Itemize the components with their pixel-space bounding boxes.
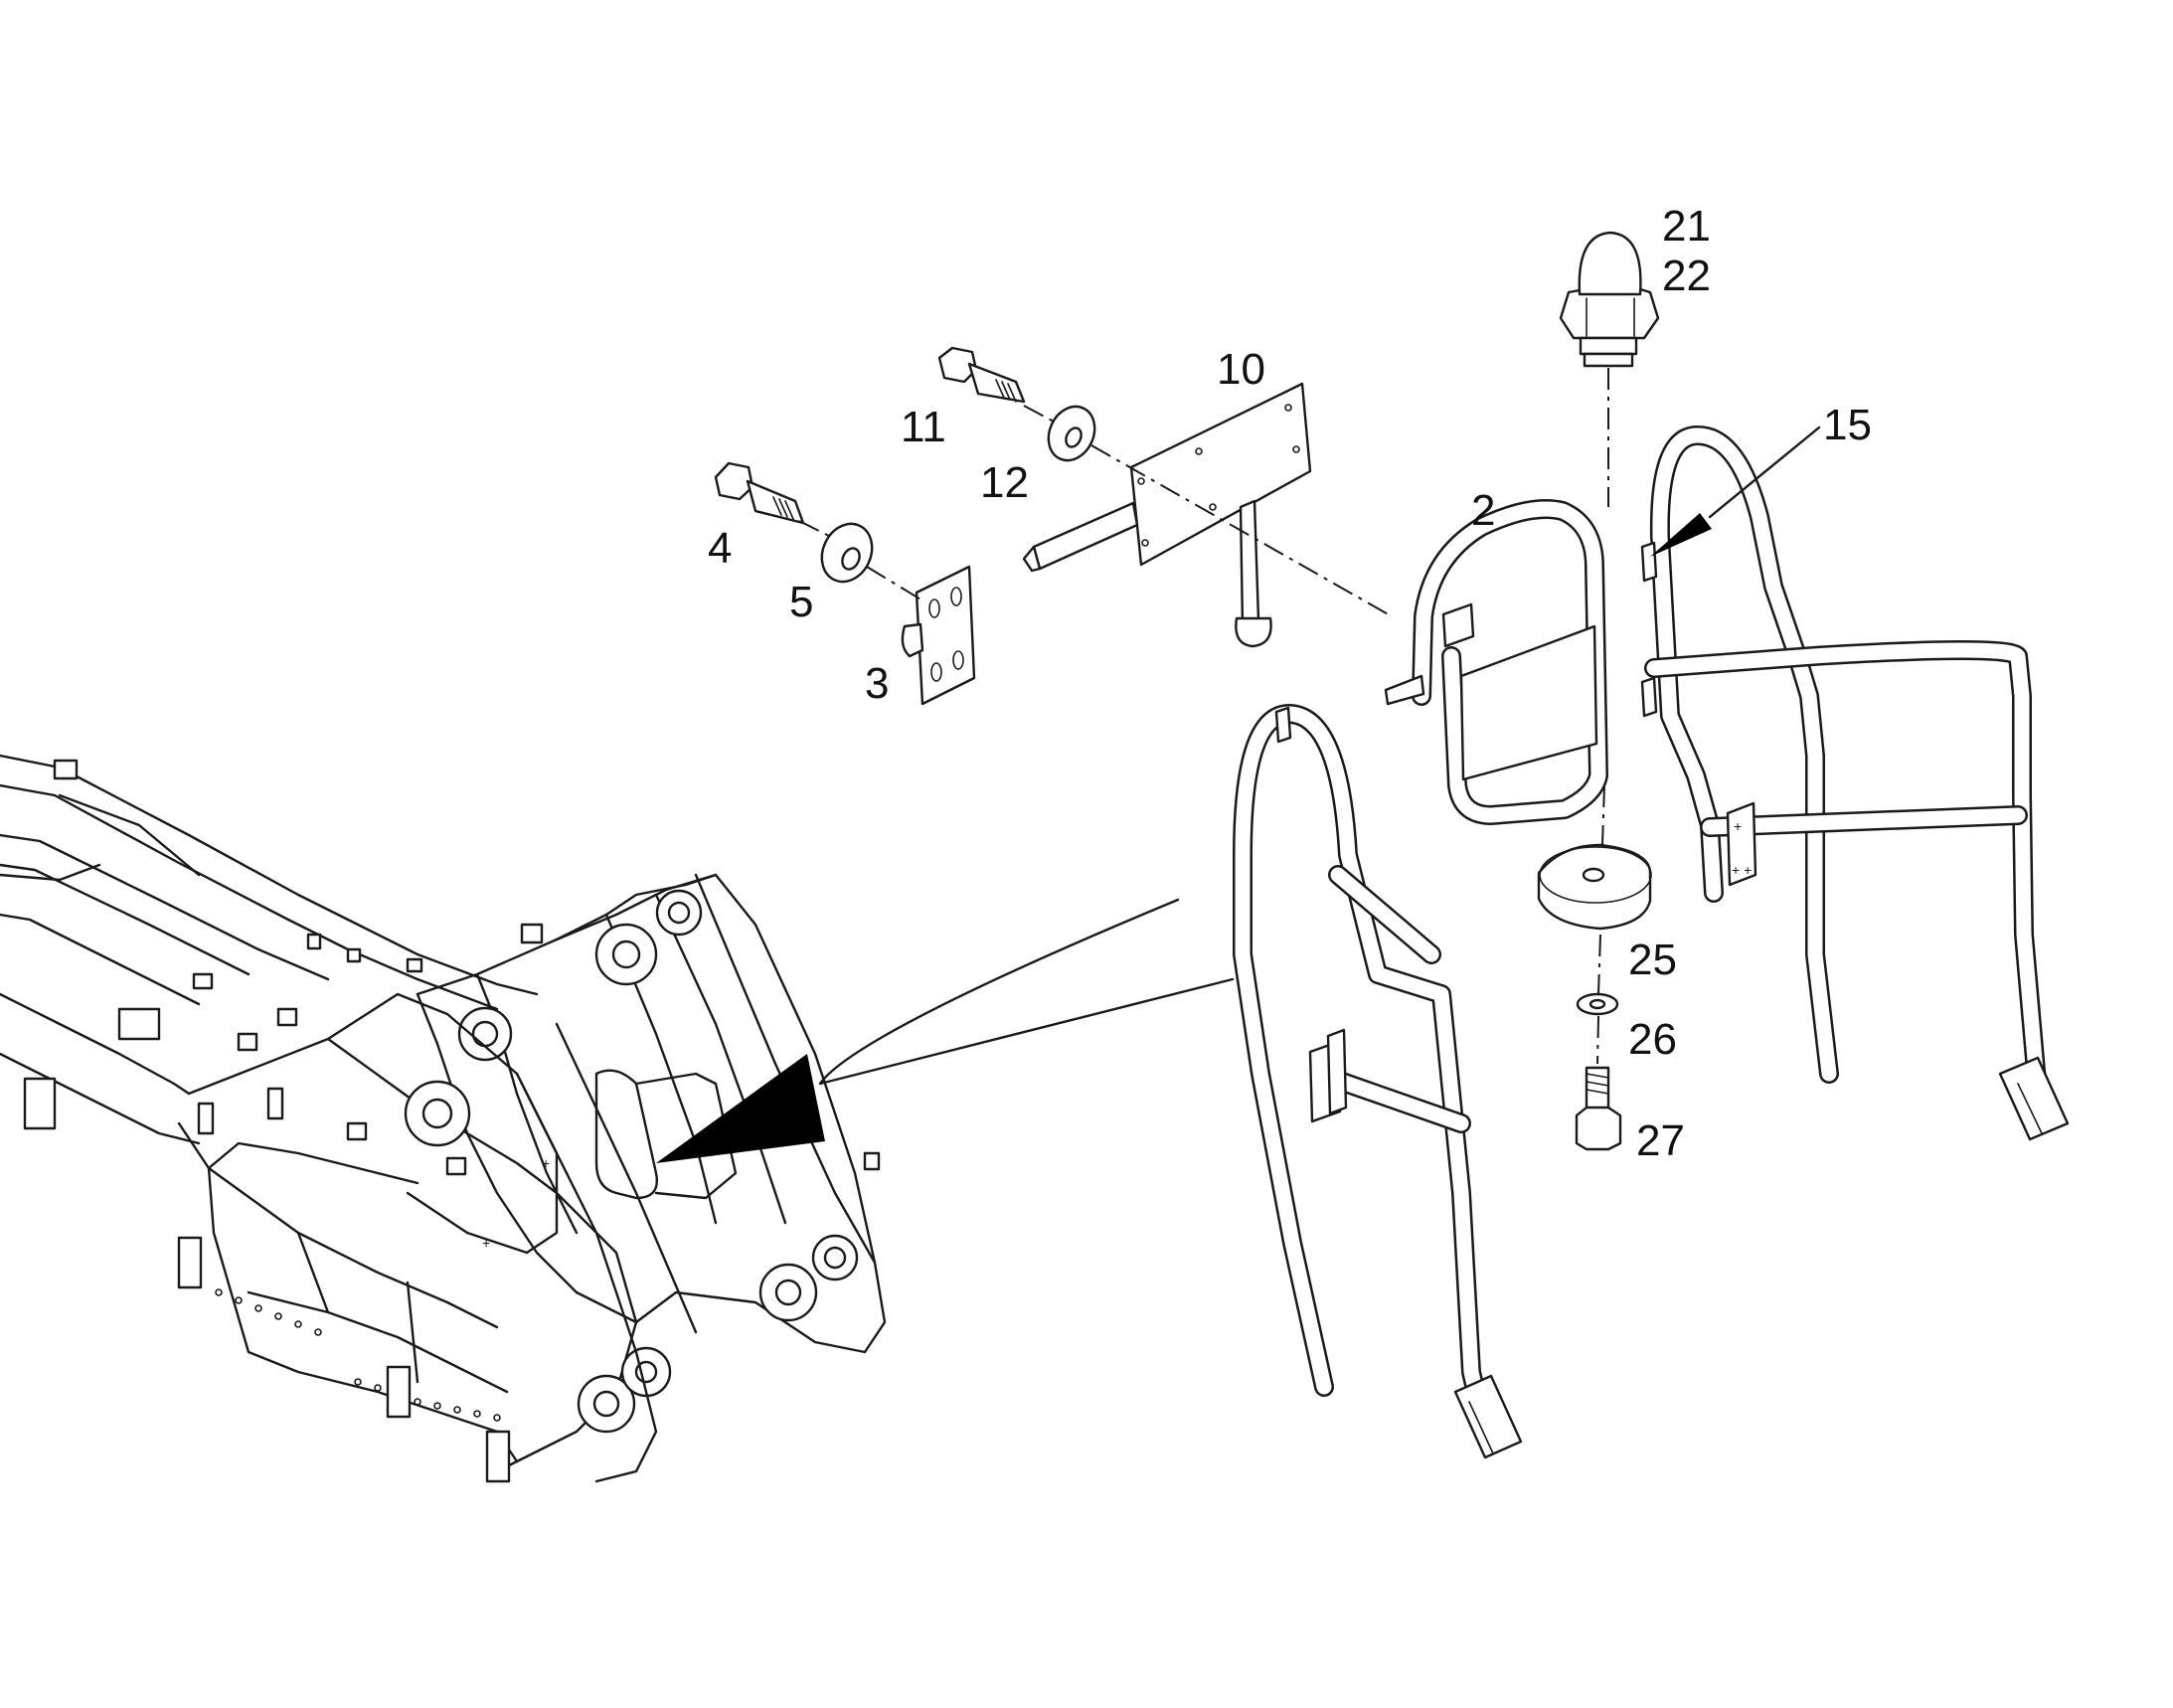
callout-4: 4	[708, 524, 733, 573]
callout-21: 21	[1662, 202, 1711, 251]
callout-22: 22	[1662, 252, 1711, 300]
part-11-bolt	[937, 346, 1026, 404]
svg-text:+: +	[1734, 818, 1742, 834]
svg-text:+: +	[542, 1155, 550, 1171]
right-handrail: + + +	[1640, 426, 2070, 1141]
svg-text:+ +: + +	[1732, 862, 1752, 878]
arrow-pointer-icon	[656, 1054, 825, 1163]
part-12-washer	[1047, 405, 1096, 462]
callout-26: 26	[1628, 1015, 1677, 1064]
callout-12: 12	[980, 458, 1029, 507]
callout-2: 2	[1471, 486, 1496, 535]
callout-3: 3	[865, 659, 890, 708]
part-3-plate	[901, 565, 976, 706]
machine-frame: + +	[0, 754, 887, 1483]
part-10-pin-plate	[1022, 382, 1312, 648]
part-21-22-cap	[1559, 231, 1660, 368]
part-27-bolt	[1575, 1066, 1622, 1151]
callout-15: 15	[1823, 401, 1872, 449]
callout-leaders	[1650, 426, 1821, 557]
part-26-washer	[1576, 992, 1619, 1016]
left-handrail	[1233, 704, 1523, 1459]
assembly-axes	[798, 368, 1609, 1065]
part-2-step	[1384, 499, 1608, 825]
part-25-pad	[1537, 843, 1652, 931]
callout-25: 25	[1628, 936, 1677, 984]
svg-text:+: +	[482, 1235, 490, 1251]
part-4-bolt	[714, 461, 805, 525]
detail-leader	[656, 898, 1235, 1163]
callout-27: 27	[1636, 1116, 1685, 1165]
part-5-washer	[820, 522, 874, 584]
callout-10: 10	[1217, 345, 1265, 394]
callout-11: 11	[901, 403, 946, 451]
arrow-15-icon	[1650, 513, 1712, 557]
callout-5: 5	[789, 578, 814, 626]
